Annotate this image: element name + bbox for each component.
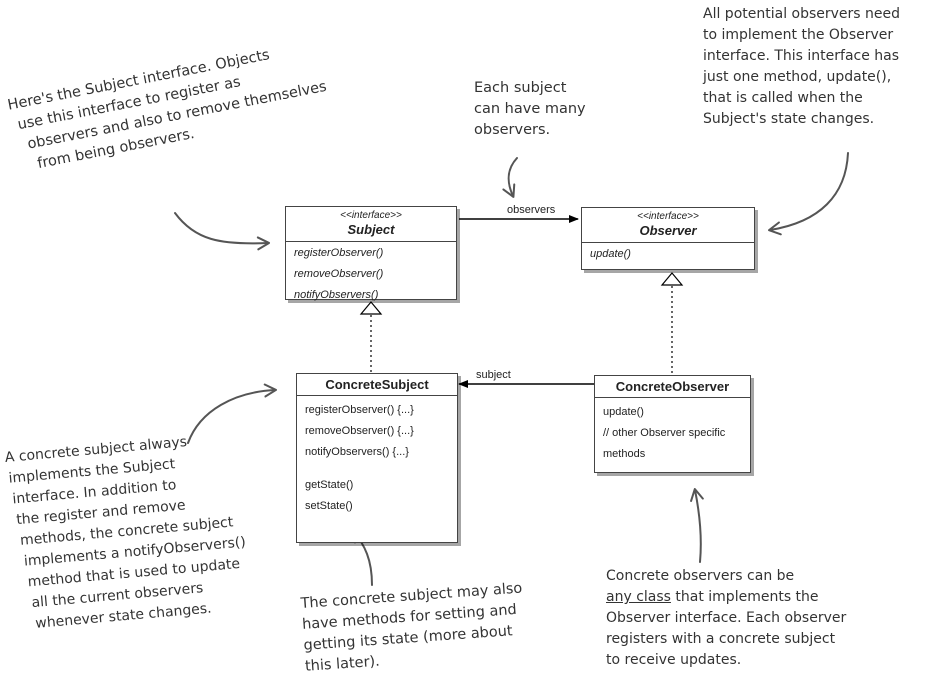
- many-observers-pointer: [502, 157, 518, 198]
- subject-method: registerObserver(): [294, 247, 384, 259]
- note-line: registers with a concrete subject: [606, 631, 836, 647]
- concrete-subject-name: ConcreteSubject: [325, 377, 429, 392]
- any-class-emphasis: any class: [606, 589, 671, 605]
- set-state-method: setState(): [305, 500, 353, 512]
- subject-method: removeObserver(): [294, 268, 384, 280]
- subject-association-label: subject: [476, 369, 511, 381]
- subject-header: <<interface>> Subject: [286, 207, 456, 242]
- note-line: observers.: [474, 122, 551, 138]
- many-observers-note: Each subject can have many observers.: [474, 78, 586, 141]
- concrete-observer-methods: update() // other Observer specific meth…: [595, 398, 750, 469]
- concrete-observer-header: ConcreteObserver: [595, 376, 750, 398]
- subject-interface-box: <<interface>> Subject registerObserver()…: [285, 206, 457, 301]
- note-line: any class that implements the: [606, 587, 846, 608]
- concrete-observer-method: // other Observer specific: [603, 427, 726, 439]
- note-line: can have many: [474, 101, 586, 117]
- observer-stereotype: <<interface>>: [637, 211, 699, 222]
- subject-note-pointer: [174, 212, 270, 251]
- concrete-subject-method: removeObserver() {...}: [305, 425, 414, 437]
- note-line: Concrete observers can be: [606, 568, 795, 584]
- get-state-method: getState(): [305, 479, 354, 491]
- note-line: Observer interface. Each observer: [606, 610, 847, 626]
- note-line: All potential observers need: [703, 6, 901, 22]
- concrete-observer-method: methods: [603, 448, 646, 460]
- observers-association-label: observers: [507, 204, 556, 216]
- concrete-subject-methods: registerObserver() {...} removeObserver(…: [297, 396, 457, 521]
- note-line-rest: that implements the: [670, 589, 819, 605]
- subject-method: notifyObservers(): [294, 289, 379, 301]
- observer-realization-triangle: [660, 272, 684, 286]
- concrete-subject-method: registerObserver() {...}: [305, 404, 414, 416]
- state-methods-note: The concrete subject may also have metho…: [300, 579, 527, 678]
- note-line: to implement the Observer: [703, 27, 894, 43]
- concrete-observers-pointer: [690, 488, 704, 563]
- concrete-observer-box: ConcreteObserver update() // other Obser…: [594, 375, 751, 473]
- concrete-subject-note: A concrete subject always implements the…: [4, 428, 252, 637]
- note-line: just one method, update(),: [703, 69, 892, 85]
- concrete-subject-method: notifyObservers() {...}: [305, 446, 409, 458]
- subject-name: Subject: [347, 222, 395, 237]
- observer-interface-box: <<interface>> Observer update(): [581, 207, 755, 270]
- concrete-observers-note: Concrete observers can be any class that…: [606, 566, 846, 671]
- method-group-gap: [305, 463, 449, 475]
- concrete-subject-note-pointer: [187, 383, 277, 444]
- observer-name: Observer: [639, 223, 697, 238]
- note-line: to receive updates.: [606, 652, 742, 668]
- subject-realization-triangle: [359, 301, 383, 315]
- observer-interface-note: All potential observers need to implemen…: [703, 4, 900, 130]
- observer-header: <<interface>> Observer: [582, 208, 754, 243]
- observer-method: update(): [590, 248, 631, 260]
- note-line: that is called when the: [703, 90, 863, 106]
- note-line: Each subject: [474, 80, 567, 96]
- concrete-observer-method: update(): [603, 406, 644, 418]
- observer-methods: update(): [582, 243, 754, 269]
- concrete-subject-box: ConcreteSubject registerObserver() {...}…: [296, 373, 458, 543]
- subject-stereotype: <<interface>>: [340, 210, 402, 221]
- observer-note-pointer: [768, 152, 849, 236]
- note-line: interface. This interface has: [703, 48, 900, 64]
- note-line: Subject's state changes.: [703, 111, 875, 127]
- concrete-subject-header: ConcreteSubject: [297, 374, 457, 396]
- concrete-observer-name: ConcreteObserver: [615, 379, 730, 394]
- subject-methods: registerObserver() removeObserver() noti…: [286, 242, 456, 310]
